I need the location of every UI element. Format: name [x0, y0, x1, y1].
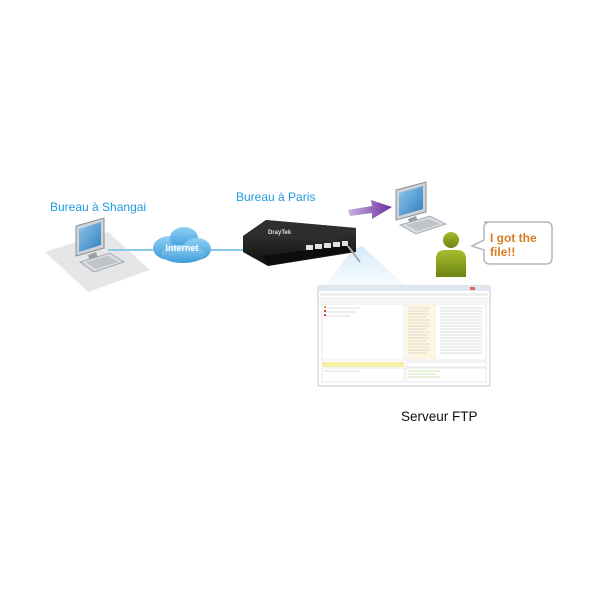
- speech-bubble-line2: file!!: [490, 245, 516, 259]
- label-shanghai-office: Bureau à Shangai: [50, 200, 147, 214]
- transfer-arrow-icon: [348, 200, 392, 219]
- router-brand: DrayTek: [268, 230, 292, 236]
- ftp-client-window: [317, 285, 491, 387]
- speech-bubble: [470, 221, 553, 265]
- user-person-icon: [436, 232, 466, 277]
- speech-bubble-text: I got the file!!: [490, 231, 550, 259]
- router-icon: [243, 220, 361, 266]
- speech-bubble-line1: I got the: [490, 231, 537, 245]
- label-ftp-server: Serveur FTP: [401, 409, 478, 424]
- label-internet: Internet: [165, 243, 199, 253]
- internet-cloud-icon: [153, 227, 211, 263]
- shanghai-computer-icon: [75, 217, 125, 273]
- label-paris-office: Bureau à Paris: [236, 190, 316, 204]
- remote-computer-icon: [395, 181, 448, 235]
- data-beam: [322, 246, 410, 290]
